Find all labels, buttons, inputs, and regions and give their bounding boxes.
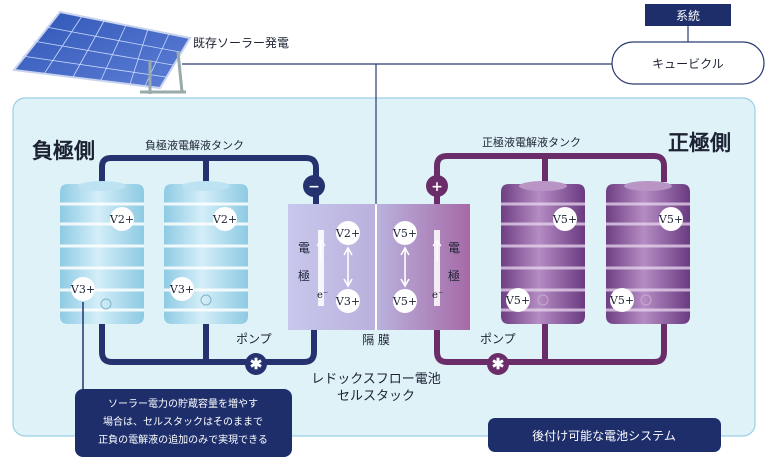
electrode-label-right-2: 極 <box>448 268 460 283</box>
ion-v5-tank4b: V5+ <box>609 294 634 307</box>
electrode-left <box>318 230 324 306</box>
cell-title: レドックスフロー電池 <box>311 372 441 387</box>
negative-side-label: 負極側 <box>32 138 95 163</box>
ion-v5-tank3b: V5+ <box>505 294 530 307</box>
pump-left-icon <box>245 353 267 375</box>
cubicle-box <box>611 41 765 85</box>
electron-arrow-right <box>432 238 442 262</box>
note-line-1: ソーラー電力の貯蔵容量を増やす <box>108 397 258 410</box>
solar-label: 既存ソーラー発電 <box>193 36 289 50</box>
positive-pipes <box>434 153 667 365</box>
retrofit-label: 後付け可能な電池システム <box>532 429 676 443</box>
grid-label: 系統 <box>676 9 700 23</box>
note-box <box>75 389 292 457</box>
electrode-right <box>434 230 440 306</box>
ion-v5-tank3a: V5+ <box>552 213 577 226</box>
cubicle-label: キュービクル <box>652 57 724 71</box>
ion-v2-tank1: V2+ <box>109 213 134 226</box>
cell-subtitle: セルスタック <box>337 389 415 404</box>
negative-pipes <box>99 155 319 365</box>
neg-tank-label: 負極液電解液タンク <box>145 138 244 152</box>
cell-stack <box>288 204 470 330</box>
cell-ion-v3: V3+ <box>335 295 360 308</box>
positive-side-label: 正極側 <box>668 130 731 155</box>
electron-left: e⁻ <box>317 290 328 301</box>
plus-terminal-icon <box>426 175 448 197</box>
ion-v5-tank4a: V5+ <box>658 213 683 226</box>
cell-ion-v5b: V5+ <box>392 295 417 308</box>
cell-arrow-right <box>400 246 410 288</box>
electrode-label-right-1: 電 <box>448 241 460 255</box>
membrane-label: 隔 膜 <box>362 333 390 347</box>
electron-right: e⁻ <box>432 290 443 301</box>
plus-sign: + <box>431 179 443 195</box>
pump-right-glyph: ✱ <box>492 355 505 373</box>
pump-left-glyph: ✱ <box>250 355 263 373</box>
pump-label-right: ポンプ <box>480 332 516 346</box>
solar-panel-icon <box>12 10 192 94</box>
electrode-label-left-1: 電 <box>298 241 310 255</box>
neg-tank-1 <box>60 181 144 324</box>
pump-label-left: ポンプ <box>236 332 272 346</box>
ion-v3-tank2: V3+ <box>169 283 194 296</box>
electrode-label-left-2: 極 <box>298 268 310 283</box>
grid-box <box>645 4 731 26</box>
ion-v2-tank2: V2+ <box>212 213 237 226</box>
ion-v3-tank1: V3+ <box>70 283 95 296</box>
electron-arrow-left <box>316 238 326 262</box>
retrofit-box <box>488 418 721 452</box>
neg-tank-2 <box>164 181 248 324</box>
pump-right-icon <box>487 353 509 375</box>
cell-arrow-left <box>343 246 353 288</box>
note-line-3: 正負の電解液の追加のみで実現できる <box>98 433 268 446</box>
note-line-2: 場合は、セルスタックはそのままで <box>103 415 263 428</box>
cell-ion-v2: V2+ <box>335 227 360 240</box>
minus-sign: − <box>308 179 320 195</box>
minus-terminal-icon <box>303 175 325 197</box>
cell-ion-v5a: V5+ <box>392 227 417 240</box>
pos-tank-label: 正極液電解液タンク <box>482 135 581 149</box>
